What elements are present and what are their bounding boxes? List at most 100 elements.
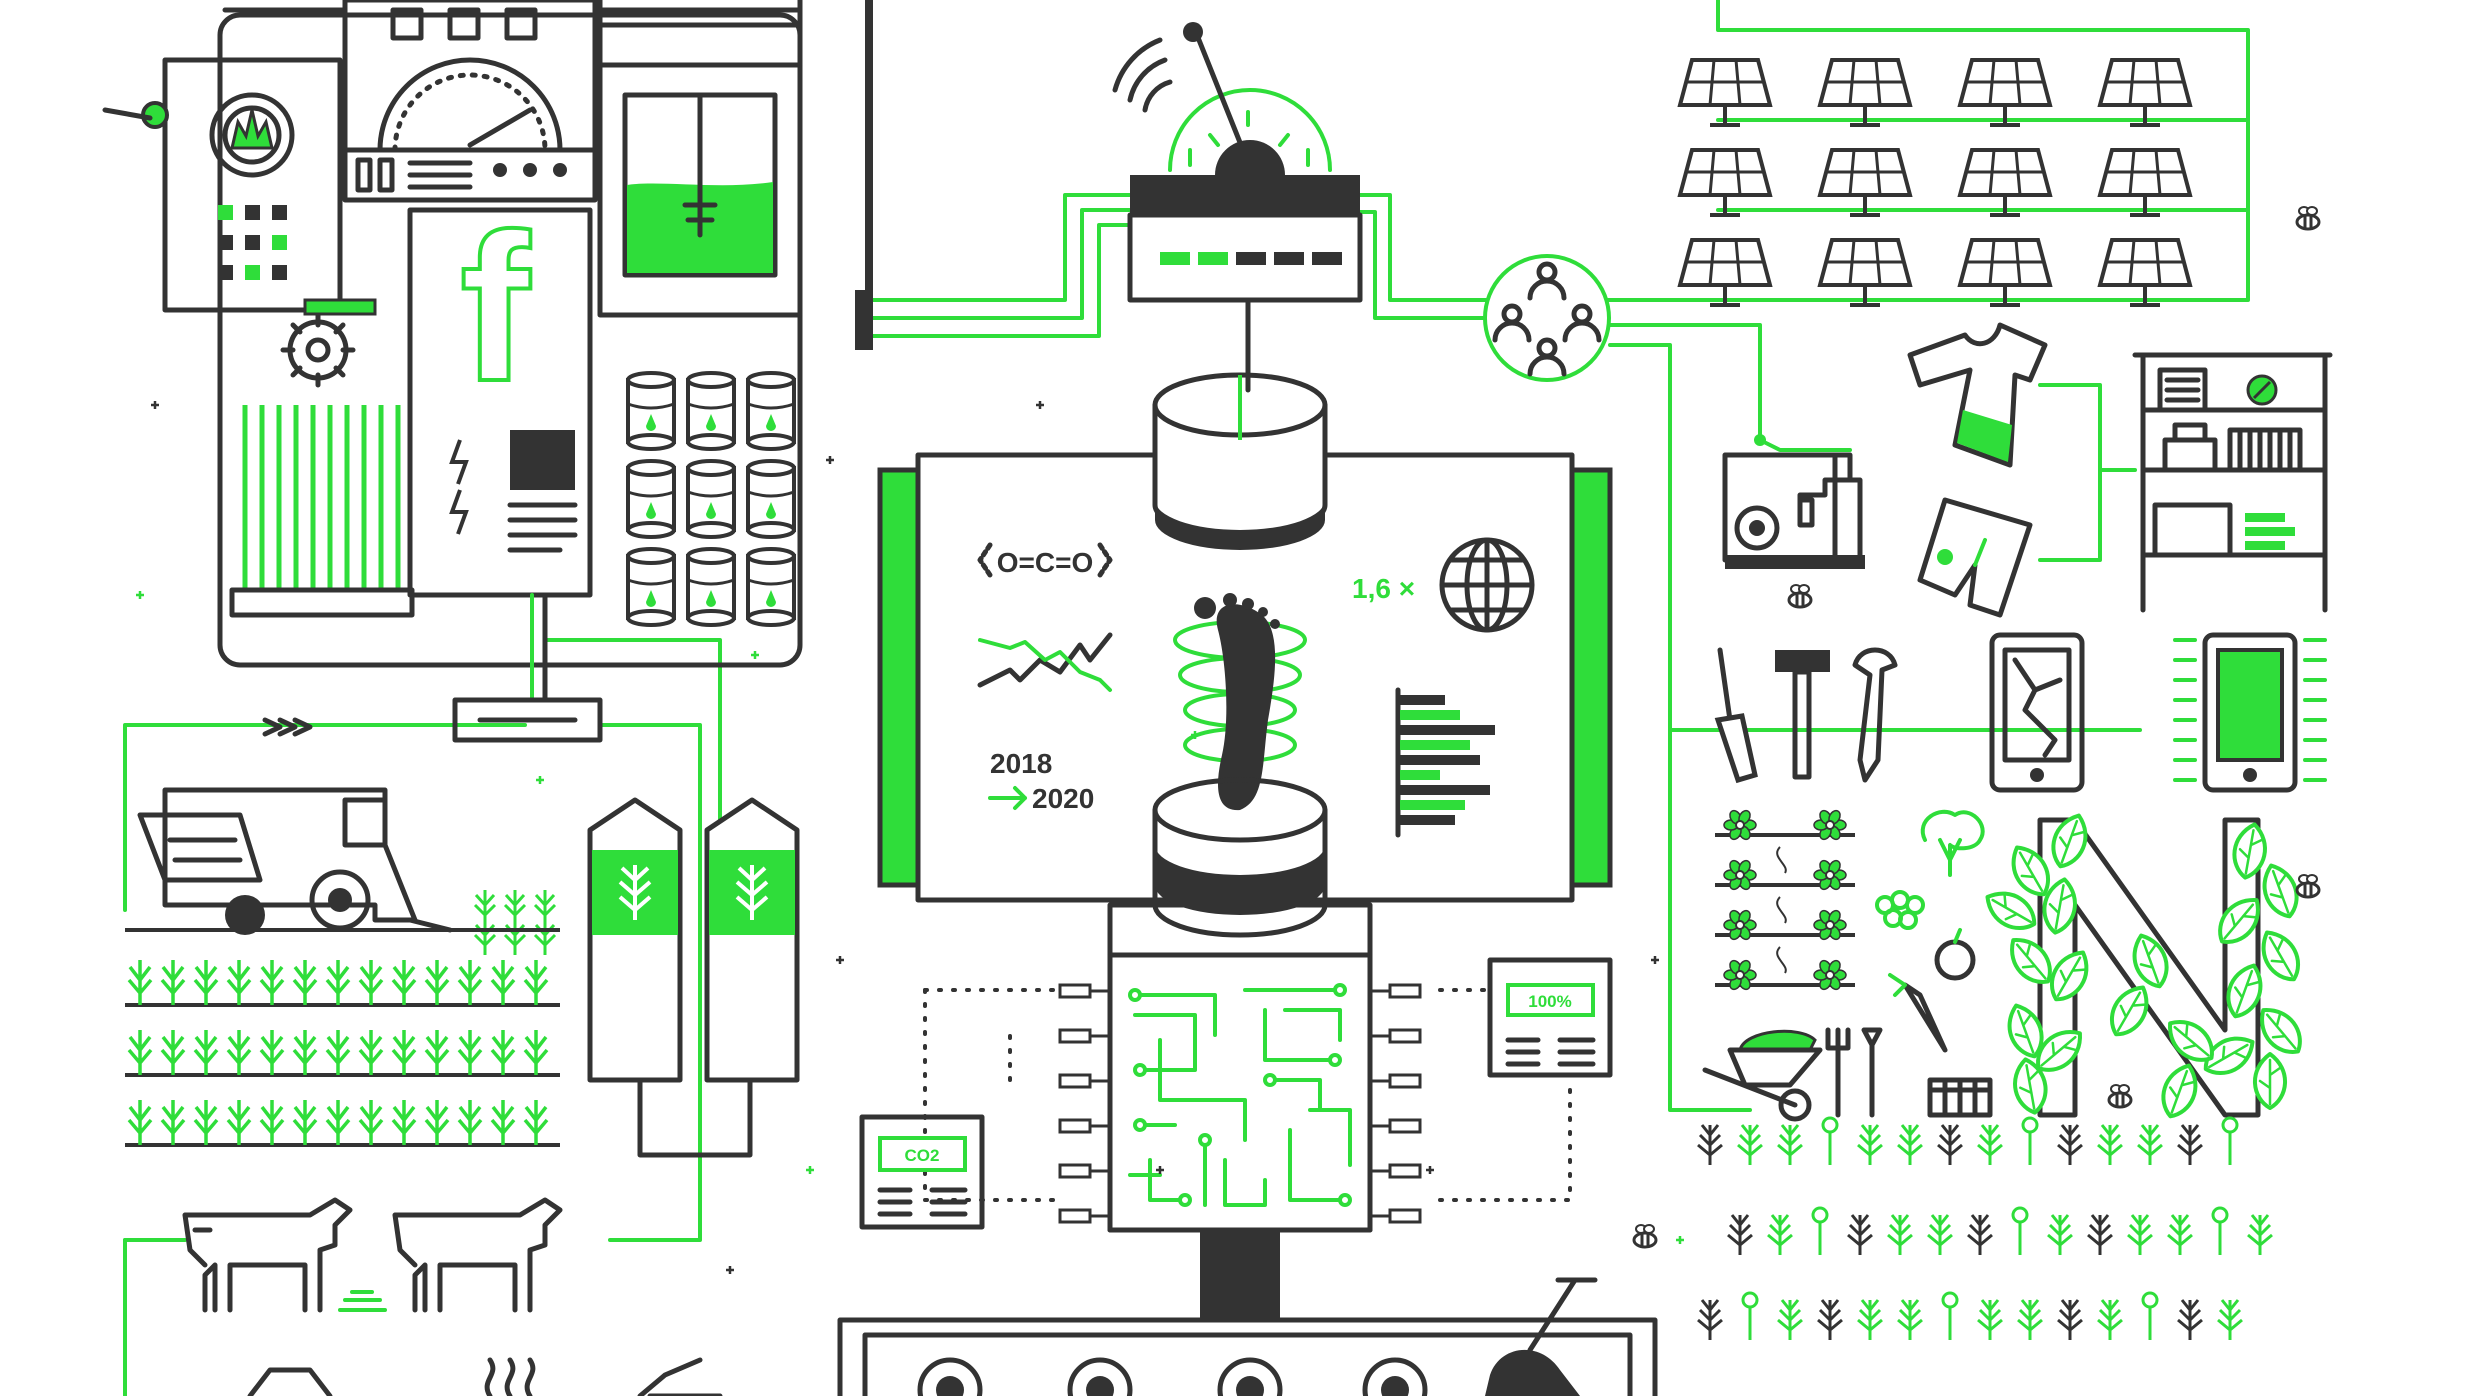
crop-plant bbox=[424, 1030, 450, 1075]
flower bbox=[1723, 959, 1757, 991]
sprout bbox=[1811, 1206, 1829, 1224]
crop-plant bbox=[2097, 1299, 2123, 1340]
wheelbarrow-icon bbox=[1702, 1029, 1823, 1122]
hammer-icon bbox=[1775, 650, 1830, 780]
crop-plant bbox=[2217, 1299, 2243, 1340]
crop-plant bbox=[193, 1100, 219, 1145]
crop-plant bbox=[226, 1030, 252, 1075]
chip-pin bbox=[1388, 1073, 1422, 1089]
crop-plant bbox=[1927, 1214, 1953, 1255]
sprout bbox=[2211, 1206, 2229, 1224]
crop-plant bbox=[1897, 1124, 1923, 1165]
sparkle bbox=[1651, 956, 1659, 964]
crop-plant bbox=[1977, 1299, 2003, 1340]
vine-leaf bbox=[2262, 863, 2299, 919]
vine-leaf bbox=[2232, 822, 2267, 880]
bottom-left-sketches bbox=[247, 1357, 723, 1396]
vine-leaf bbox=[2218, 898, 2260, 944]
crop-plant bbox=[1897, 1299, 1923, 1340]
chip-pin bbox=[1058, 983, 1092, 999]
barrel bbox=[746, 547, 796, 627]
crop-plant bbox=[2057, 1299, 2083, 1340]
crop-plant bbox=[1857, 1299, 1883, 1340]
vine-leaf bbox=[2013, 1057, 2048, 1115]
bee bbox=[2295, 206, 2321, 231]
solar-panel bbox=[1817, 148, 1913, 217]
vine-leaf bbox=[2110, 985, 2149, 1037]
bar-chart-icon bbox=[1395, 687, 1495, 838]
flower bbox=[1813, 809, 1847, 841]
crop-plant bbox=[490, 1100, 516, 1145]
solar-panel bbox=[1677, 148, 1773, 217]
crop-plant bbox=[490, 960, 516, 1005]
cow-icon bbox=[182, 1197, 563, 1313]
vine-leaf bbox=[2168, 1020, 2214, 1062]
vine-leaf bbox=[2007, 1003, 2044, 1059]
battery-percent: 100% bbox=[1528, 992, 1571, 1011]
sparkle bbox=[751, 651, 759, 659]
crop-plant bbox=[424, 1100, 450, 1145]
base-cylinder bbox=[1152, 777, 1328, 938]
vine-leaf bbox=[2132, 933, 2169, 989]
barrel bbox=[686, 459, 736, 539]
crop-plant bbox=[193, 1030, 219, 1075]
crop-plant bbox=[127, 960, 153, 1005]
solar-panel bbox=[1817, 238, 1913, 307]
sparkle bbox=[726, 1266, 734, 1274]
crop-plant bbox=[2017, 1299, 2043, 1340]
chip-pin bbox=[1388, 1118, 1422, 1134]
chip-pin bbox=[1388, 983, 1422, 999]
crop-plant bbox=[325, 1100, 351, 1145]
bee bbox=[1787, 584, 1813, 609]
solar-panel bbox=[1957, 238, 2053, 307]
crop-plant bbox=[2047, 1214, 2073, 1255]
sparkle bbox=[1156, 1166, 1164, 1174]
chip-pin bbox=[1388, 1208, 1422, 1224]
vine-leaf bbox=[2050, 950, 2089, 1002]
crop-plant bbox=[127, 1100, 153, 1145]
vine-letter-n-icon bbox=[1985, 813, 2302, 1119]
people-network-icon bbox=[1483, 254, 1611, 382]
vine-leaf bbox=[2011, 845, 2050, 897]
sparkle bbox=[836, 956, 844, 964]
solar-panel bbox=[2097, 148, 2193, 217]
solar-panel bbox=[1677, 238, 1773, 307]
crop-plant bbox=[2167, 1214, 2193, 1255]
bee bbox=[2295, 874, 2321, 899]
crop-plant bbox=[325, 1030, 351, 1075]
sprout bbox=[1741, 1291, 1759, 1309]
crop-plant bbox=[523, 1030, 549, 1075]
vine-leaf bbox=[2051, 813, 2088, 869]
shelf-icon bbox=[2132, 352, 2333, 613]
crop-plant bbox=[1847, 1214, 1873, 1255]
sprout bbox=[2021, 1116, 2039, 1134]
facebook-logo-letter: f bbox=[460, 190, 531, 425]
year-from: 2018 bbox=[990, 748, 1052, 779]
barrel bbox=[626, 459, 676, 539]
crop-plant bbox=[2247, 1214, 2273, 1255]
flower bbox=[1813, 909, 1847, 941]
crop-plant bbox=[292, 1100, 318, 1145]
globe-icon bbox=[1439, 537, 1535, 633]
sparkle bbox=[1191, 731, 1199, 739]
crop-plant bbox=[473, 920, 497, 955]
crop-plant bbox=[490, 1030, 516, 1075]
co2-formula: O=C=O bbox=[997, 547, 1093, 578]
crop-plant bbox=[2127, 1214, 2153, 1255]
sparkle bbox=[826, 456, 834, 464]
conveyor-icon bbox=[837, 1277, 1658, 1396]
flower bbox=[1723, 909, 1757, 941]
crop-plant bbox=[457, 1100, 483, 1145]
chip-pin bbox=[1058, 1118, 1092, 1134]
vine-leaf bbox=[2226, 963, 2263, 1019]
sparkle bbox=[1036, 401, 1044, 409]
sewing-machine-icon bbox=[1722, 434, 1865, 569]
crop-plant bbox=[2137, 1124, 2163, 1165]
crop-plant bbox=[292, 960, 318, 1005]
crop-plant bbox=[226, 1100, 252, 1145]
barrels-icon bbox=[626, 371, 796, 627]
crop-plant bbox=[292, 1030, 318, 1075]
control-panel-buttons bbox=[218, 205, 287, 280]
crop-plant bbox=[503, 920, 527, 955]
